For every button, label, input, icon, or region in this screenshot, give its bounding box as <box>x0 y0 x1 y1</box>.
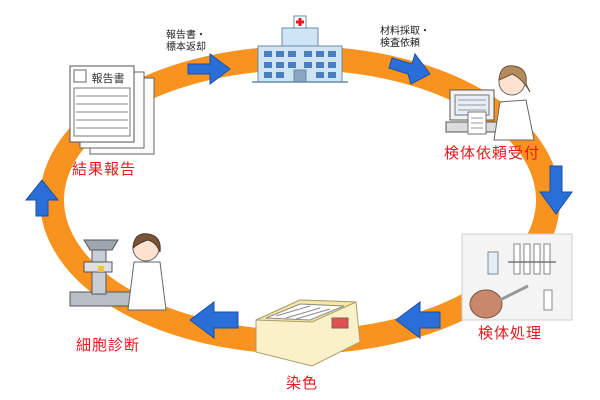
arrow-processing-to-staining <box>395 301 441 339</box>
arrow-staining-to-diagnosis <box>189 301 239 339</box>
annotation-collect-line2: 検査依頼 <box>380 38 420 49</box>
annotation-return-line2: 標本返却 <box>166 42 206 53</box>
lab-processing-icon <box>461 233 573 321</box>
stage-label-diagnosis: 細胞診断 <box>76 336 141 354</box>
arrow-hospital-to-reception <box>388 52 431 85</box>
staining-machine-icon <box>255 299 361 367</box>
microscope-doctor-icon <box>69 233 167 311</box>
stage-label-staining: 染色 <box>286 374 319 392</box>
stage-label-processing: 検体処理 <box>478 324 543 342</box>
technician-computer-icon <box>445 65 535 141</box>
report-document-title: 報告書 <box>92 71 125 85</box>
arrow-reception-to-processing <box>539 165 573 215</box>
stage-label-reception: 検体依頼受付 <box>444 144 541 162</box>
arrow-report-to-hospital <box>187 53 231 85</box>
annotation-return-line1: 報告書・ <box>166 30 206 41</box>
arrow-diagnosis-to-report <box>24 179 60 217</box>
stage-label-report: 結果報告 <box>72 160 137 178</box>
report-document-icon: 報告書 <box>69 65 155 155</box>
annotation-collect-line1: 材料採取・ <box>380 26 430 37</box>
annotation-collect: 材料採取・ 検査依頼 <box>380 26 430 50</box>
hospital-building-icon <box>252 15 348 83</box>
annotation-return: 報告書・ 標本返却 <box>166 30 206 54</box>
